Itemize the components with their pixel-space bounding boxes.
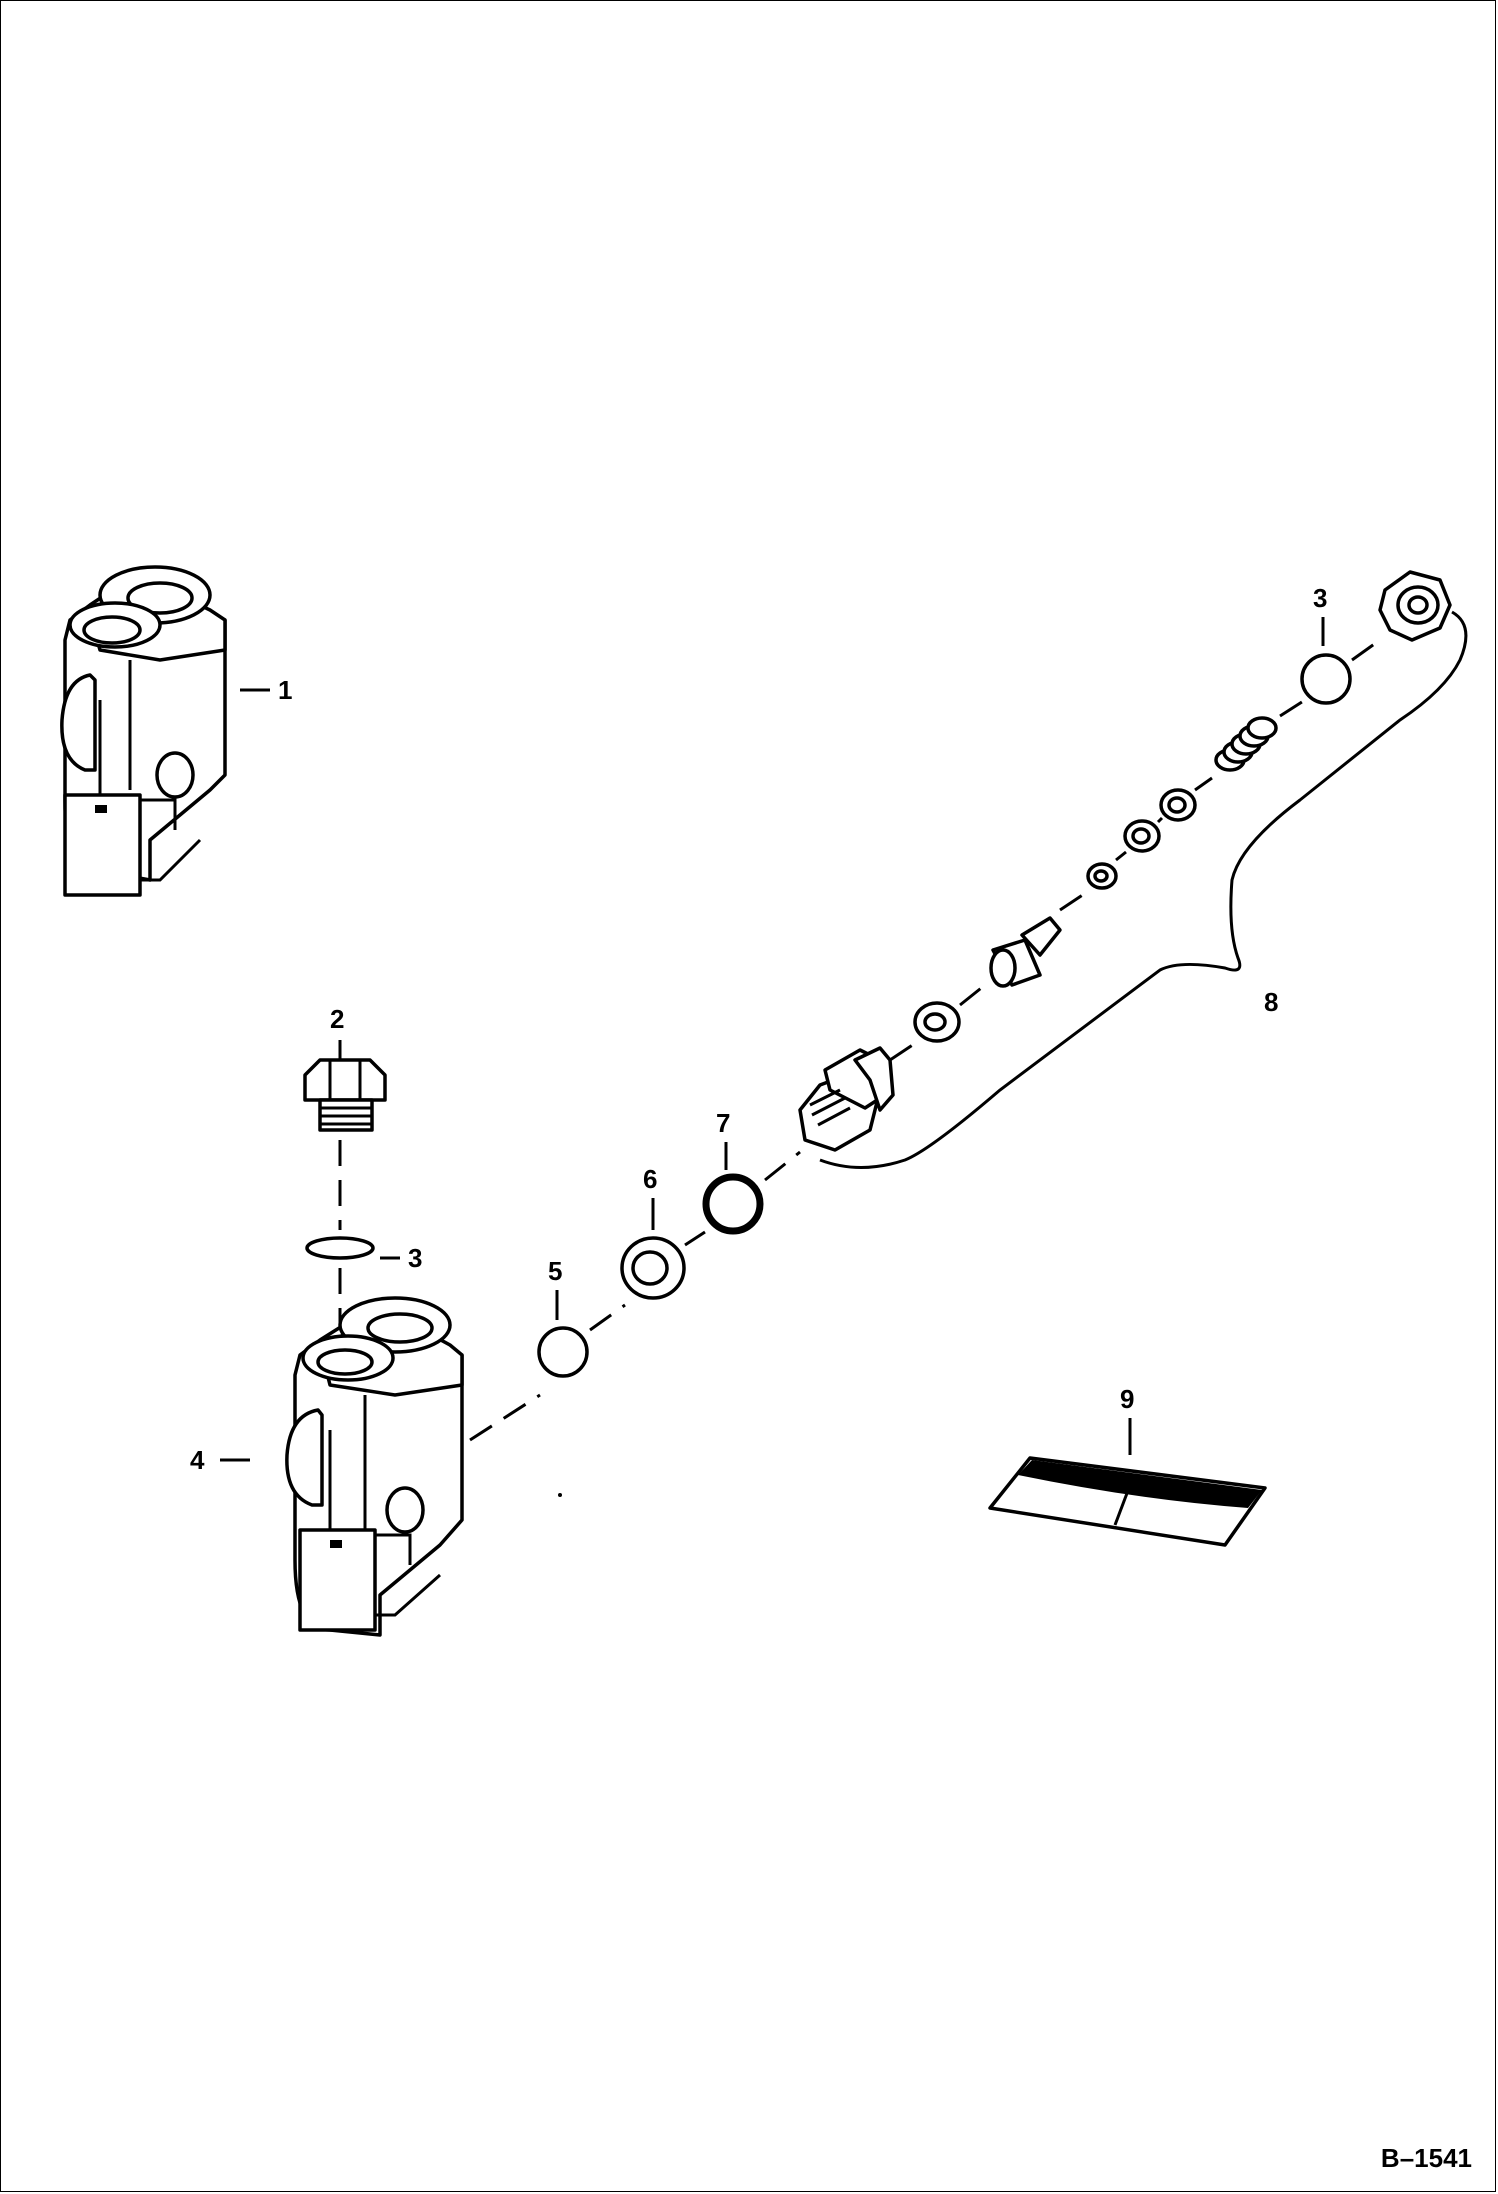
poppet xyxy=(989,916,1062,988)
valve-section-part-1 xyxy=(60,565,227,897)
valve-section-part-4 xyxy=(285,1296,464,1637)
assembly-line-7-8 xyxy=(764,1150,801,1182)
assembly-line-8c xyxy=(1059,888,1091,912)
callout-8: 8 xyxy=(1264,987,1278,1017)
decal-part-9 xyxy=(988,1456,1267,1547)
callout-5: 5 xyxy=(548,1256,562,1286)
assembly-line-8a xyxy=(889,1038,921,1062)
assembly-line-6-7 xyxy=(684,1230,706,1247)
o-ring-part-3-upper xyxy=(1300,653,1352,705)
callout-4: 4 xyxy=(190,1445,205,1475)
assembly-line-8d xyxy=(1115,850,1127,862)
acorn-nut xyxy=(1378,570,1452,642)
o-ring-part-7 xyxy=(702,1173,764,1235)
assembly-line-8g xyxy=(1279,698,1306,718)
seal-ring-b xyxy=(1086,862,1118,890)
callout-6: 6 xyxy=(643,1164,657,1194)
washer-part-6 xyxy=(620,1236,686,1300)
kit-bracket-8 xyxy=(819,610,1468,1169)
callout-9: 9 xyxy=(1120,1384,1134,1414)
callout-1: 1 xyxy=(278,675,292,705)
callout-2: 2 xyxy=(330,1004,344,1034)
callout-3-lower: 3 xyxy=(408,1243,422,1273)
callout-3-upper: 3 xyxy=(1313,583,1327,613)
stray-dot xyxy=(558,1493,562,1497)
plug-part-2 xyxy=(303,1058,387,1132)
assembly-line-8e xyxy=(1156,816,1164,824)
seal-ring-a xyxy=(913,1001,961,1043)
assembly-line-8b xyxy=(959,983,986,1007)
assembly-line-4-5 xyxy=(469,1393,541,1442)
seal-ring-c xyxy=(1123,819,1161,853)
spring xyxy=(1214,716,1278,772)
callout-7: 7 xyxy=(716,1108,730,1138)
o-ring-part-3 xyxy=(305,1236,375,1260)
assembly-line-3-nut xyxy=(1351,638,1381,662)
figure-reference: B–1541 xyxy=(1380,2143,1472,2173)
assembly-line-8f xyxy=(1194,776,1213,792)
assembly-line-5-6 xyxy=(589,1303,626,1332)
relief-valve-cartridge xyxy=(798,1046,895,1152)
seal-ring-d xyxy=(1159,788,1197,822)
o-ring-part-5 xyxy=(537,1326,589,1378)
